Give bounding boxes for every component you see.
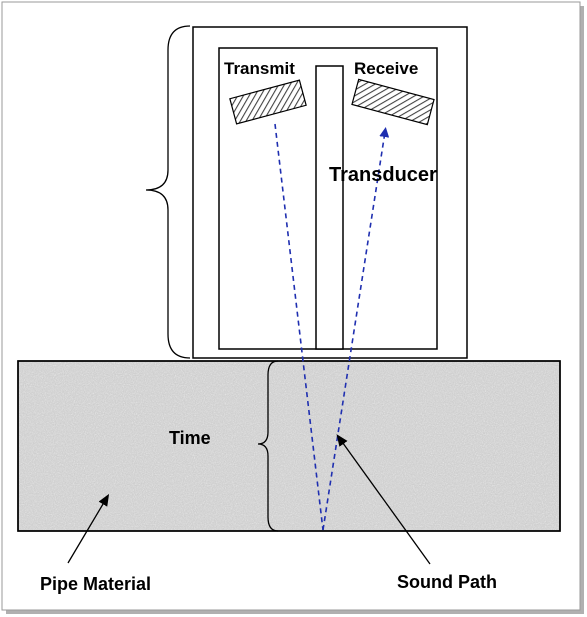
receive-crystal xyxy=(351,78,435,126)
time-brace xyxy=(257,360,279,532)
transducer-label: Transducer xyxy=(329,164,437,186)
receive-label: Receive xyxy=(354,59,418,78)
pipe-material-block xyxy=(17,360,561,532)
sound-path-receive-line xyxy=(322,127,390,531)
sound-path-label: Sound Path xyxy=(397,572,497,592)
transmit-label: Transmit xyxy=(224,59,295,78)
time-label: Time xyxy=(169,428,211,448)
pipe-material-label: Pipe Material xyxy=(40,574,151,594)
sound-path-arrow xyxy=(336,434,431,565)
transmit-crystal xyxy=(229,79,307,125)
transducer-brace xyxy=(145,25,191,359)
acoustic-barrier xyxy=(315,65,344,350)
pipe-material-arrow xyxy=(67,493,110,564)
